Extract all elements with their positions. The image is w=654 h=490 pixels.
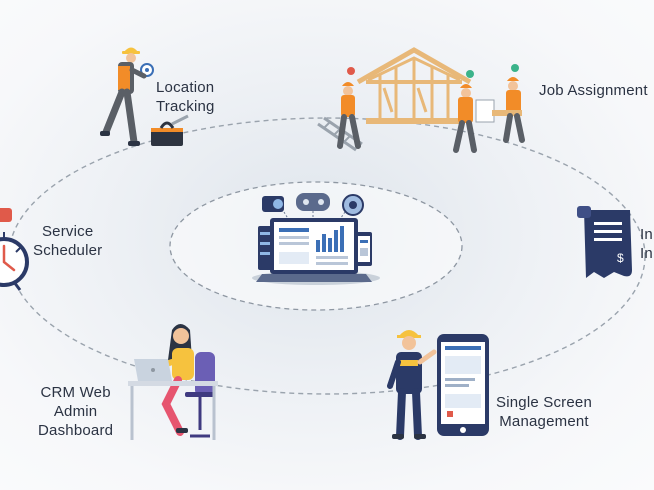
node-label-single-screen-management: Single Screen Management <box>496 394 592 430</box>
woman-at-laptop-icon <box>128 324 218 440</box>
house-frame-construction-icon <box>317 47 525 153</box>
node-label-service-scheduler: Service Scheduler <box>33 223 103 259</box>
dashboard-laptop-icon <box>256 193 372 282</box>
worker-with-phone-icon <box>387 330 489 440</box>
alarm-clock-icon <box>0 208 29 291</box>
worker-with-toolbox-icon <box>100 47 189 146</box>
node-label-crm-dashboard: CRM Web Admin Dashboard <box>38 384 114 439</box>
outer-orbit <box>8 117 646 395</box>
node-label-location-tracking: Location Tracking <box>156 79 215 115</box>
invoice-document-icon <box>577 206 632 278</box>
node-label-job-assignment: Job Assignment <box>539 82 648 99</box>
node-label-invoice: In In <box>640 226 653 262</box>
invoice-dollar-symbol: $ <box>617 251 624 265</box>
